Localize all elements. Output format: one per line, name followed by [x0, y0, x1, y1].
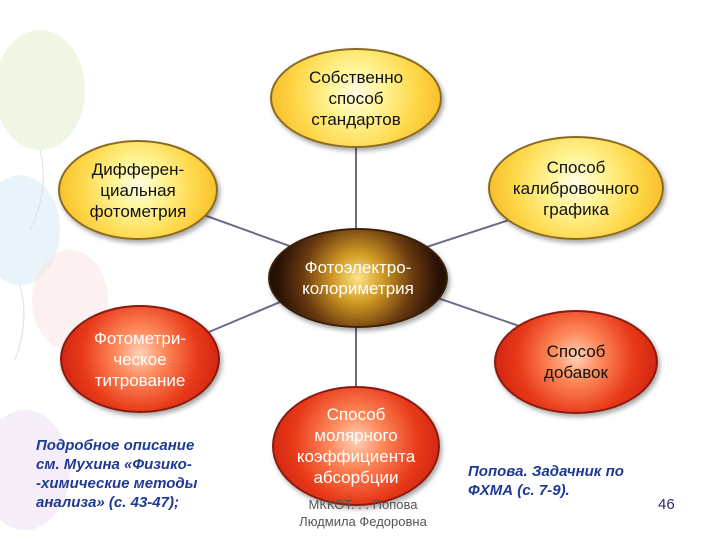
note-right-reference: Попова. Задачник по ФХМА (с. 7-9).: [468, 463, 624, 499]
node-standards-method-label: Собственно способ стандартов: [308, 67, 404, 129]
node-calibration-graph: Способ калибровочного графика: [488, 136, 664, 240]
node-molar-absorption-method-label: Способ молярного коэффициента абсорбции: [296, 405, 416, 487]
node-differential-photometry-label: Дифферен- циальная фотометрия: [89, 159, 187, 221]
node-photoelectrocolorimetry-label: Фотоэлектро- колориметрия: [302, 258, 414, 298]
node-photoelectrocolorimetry: Фотоэлектро- колориметрия: [268, 228, 448, 328]
node-addition-method-label: Способ добавок: [544, 342, 608, 382]
node-calibration-graph-label: Способ калибровочного графика: [512, 157, 640, 219]
node-photometric-titration: Фотометри- ческое титрование: [60, 305, 220, 413]
node-photometric-titration-label: Фотометри- ческое титрование: [93, 328, 187, 390]
page-number: 46: [658, 496, 675, 513]
node-standards-method: Собственно способ стандартов: [270, 48, 442, 148]
note-left-reference: Подробное описание см. Мухина «Физико- -…: [36, 437, 198, 511]
node-molar-absorption-method: Способ молярного коэффициента абсорбции: [272, 386, 440, 506]
footer-author: МККОТ. . . Попова Людмила Федоровна: [299, 497, 427, 529]
node-addition-method: Способ добавок: [494, 310, 658, 414]
node-differential-photometry: Дифферен- циальная фотометрия: [58, 140, 218, 240]
